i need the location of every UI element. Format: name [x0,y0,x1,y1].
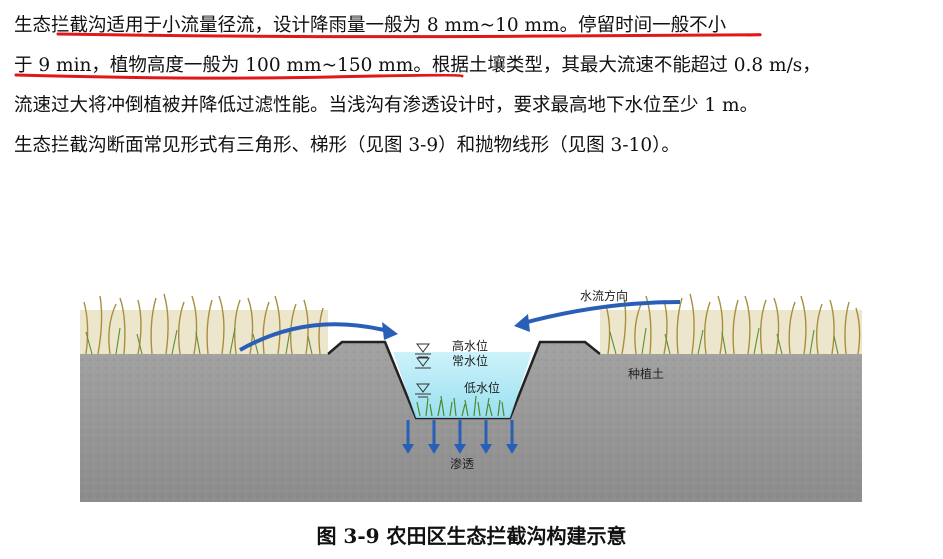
ditch-grass [416,395,505,417]
flow-arrow-left-head [382,322,398,340]
body-paragraph: 生态拦截沟适用于小流量径流，设计降雨量一般为 8 mm~10 mm。停留时间一般… [14,6,934,166]
label-infiltration: 渗透 [450,456,474,471]
text-2-rest: 根据土壤类型，其最大流速不能超过 0.8 m/s， [431,55,821,76]
water-level-markers [415,343,431,398]
paragraph-line-4: 生态拦截沟断面常见形式有三角形、梯形（见图 3-9）和抛物线形（见图 3-10）… [14,135,680,156]
flow-arrow-right-head [514,314,530,332]
right-crops [600,293,862,355]
underlined-text-2: 于 9 min，植物高度一般为 100 mm~150 mm。 [14,55,432,76]
paragraph-line-1: 生态拦截沟适用于小流量径流，设计降雨量一般为 8 mm~10 mm。停留时间一般… [14,6,934,46]
paragraph-line-3: 流速过大将冲倒植被并降低过滤性能。当浅沟有渗透设计时，要求最高地下水位至少 1 … [14,95,759,116]
label-flow-direction: 水流方向 [580,288,628,303]
underlined-text-1: 生态拦截沟适用于小流量径流，设计降雨量一般为 8 mm~10 mm。 [14,15,579,36]
ditch-diagram-svg: 水流方向 高水位 常水位 低水位 种植土 渗透 [80,288,862,502]
label-low-water: 低水位 [464,380,500,395]
infiltration-arrows [402,420,518,454]
label-planting-soil: 种植土 [628,366,664,381]
flow-arrow-left [239,322,393,352]
left-crops [80,293,328,355]
text-1-rest: 停留时间一般不小 [578,15,727,36]
ditch-diagram: 水流方向 高水位 常水位 低水位 种植土 渗透 [80,270,862,502]
label-normal-water: 常水位 [452,353,488,368]
flow-arrow-right [519,300,681,326]
figure-caption: 图 3-9 农田区生态拦截沟构建示意 [316,524,627,548]
paragraph-line-2: 于 9 min，植物高度一般为 100 mm~150 mm。根据土壤类型，其最大… [14,46,934,86]
label-high-water: 高水位 [452,338,488,353]
